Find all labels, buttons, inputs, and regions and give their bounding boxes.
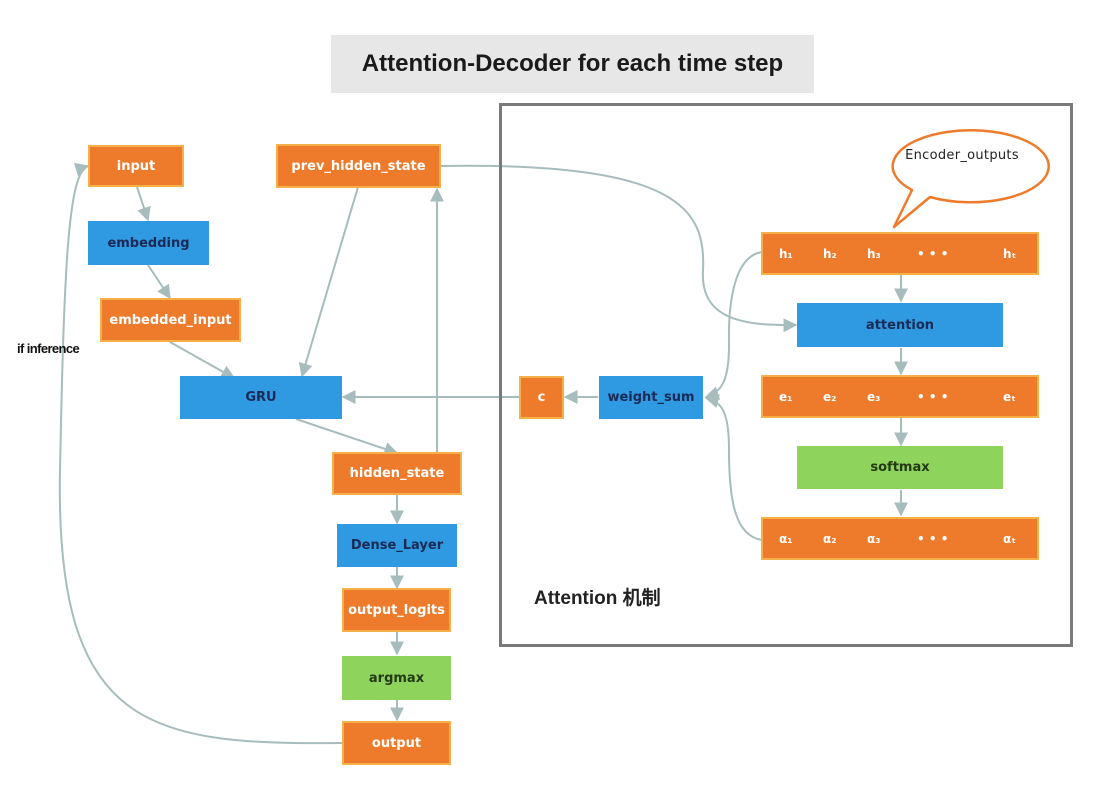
h-ellipsis: • • • xyxy=(917,246,949,261)
arrow-alpha-to-weight-sum xyxy=(704,394,763,541)
weight-sum-node: weight_sum xyxy=(599,376,703,419)
context-vector-node: c xyxy=(519,376,564,419)
attention-node: attention xyxy=(797,303,1003,347)
e-T: eₜ xyxy=(1003,389,1016,404)
e-ellipsis: • • • xyxy=(917,389,949,404)
encoder-outputs-bubble xyxy=(891,129,1050,229)
gru-node: GRU xyxy=(180,376,342,419)
attention-weights-row: α₁ α₂ α₃ • • • αₜ xyxy=(761,517,1039,560)
h-T: hₜ xyxy=(1003,246,1017,261)
e-1: e₁ xyxy=(779,389,793,404)
h-1: h₁ xyxy=(779,246,793,261)
hidden-state-node: hidden_state xyxy=(332,452,462,495)
embedded-input-node: embedded_input xyxy=(100,298,241,342)
softmax-node: softmax xyxy=(797,446,1003,489)
arrow-embedded-input-to-gru xyxy=(169,341,236,379)
diagram-title: Attention-Decoder for each time step xyxy=(331,35,814,93)
energy-scores-row: e₁ e₂ e₃ • • • eₜ xyxy=(761,375,1039,418)
inference-label: if inference xyxy=(17,341,80,356)
arrow-embedding-to-embedded-input xyxy=(147,264,171,300)
h-3: h₃ xyxy=(867,246,881,261)
attention-mechanism-frame xyxy=(499,103,1073,647)
encoder-hidden-states-row: h₁ h₂ h₃ • • • hₜ xyxy=(761,232,1039,275)
h-2: h₂ xyxy=(823,246,837,261)
encoder-outputs-label: Encoder_outputs xyxy=(905,148,1019,163)
output-node: output xyxy=(342,721,451,765)
alpha-ellipsis: • • • xyxy=(917,531,949,546)
arrow-output-to-input-loop xyxy=(58,162,343,745)
arrow-gru-to-hidden-state xyxy=(295,418,399,456)
output-logits-node: output_logits xyxy=(342,588,451,632)
e-3: e₃ xyxy=(867,389,881,404)
attention-frame-label: Attention 机制 xyxy=(534,588,661,609)
arrow-prev-hidden-to-attention xyxy=(440,164,798,333)
prev-hidden-state-node: prev_hidden_state xyxy=(276,144,441,188)
arrow-h-to-weight-sum xyxy=(704,251,763,400)
dense-layer-node: Dense_Layer xyxy=(337,524,457,567)
argmax-node: argmax xyxy=(342,656,451,700)
embedding-node: embedding xyxy=(88,221,209,265)
alpha-3: α₃ xyxy=(867,531,881,546)
e-2: e₂ xyxy=(823,389,837,404)
arrow-input-to-embedding xyxy=(136,186,151,222)
input-node: input xyxy=(88,145,184,187)
alpha-T: αₜ xyxy=(1003,531,1016,546)
arrow-prev-hidden-to-gru xyxy=(298,186,359,378)
alpha-1: α₁ xyxy=(779,531,793,546)
alpha-2: α₂ xyxy=(823,531,837,546)
